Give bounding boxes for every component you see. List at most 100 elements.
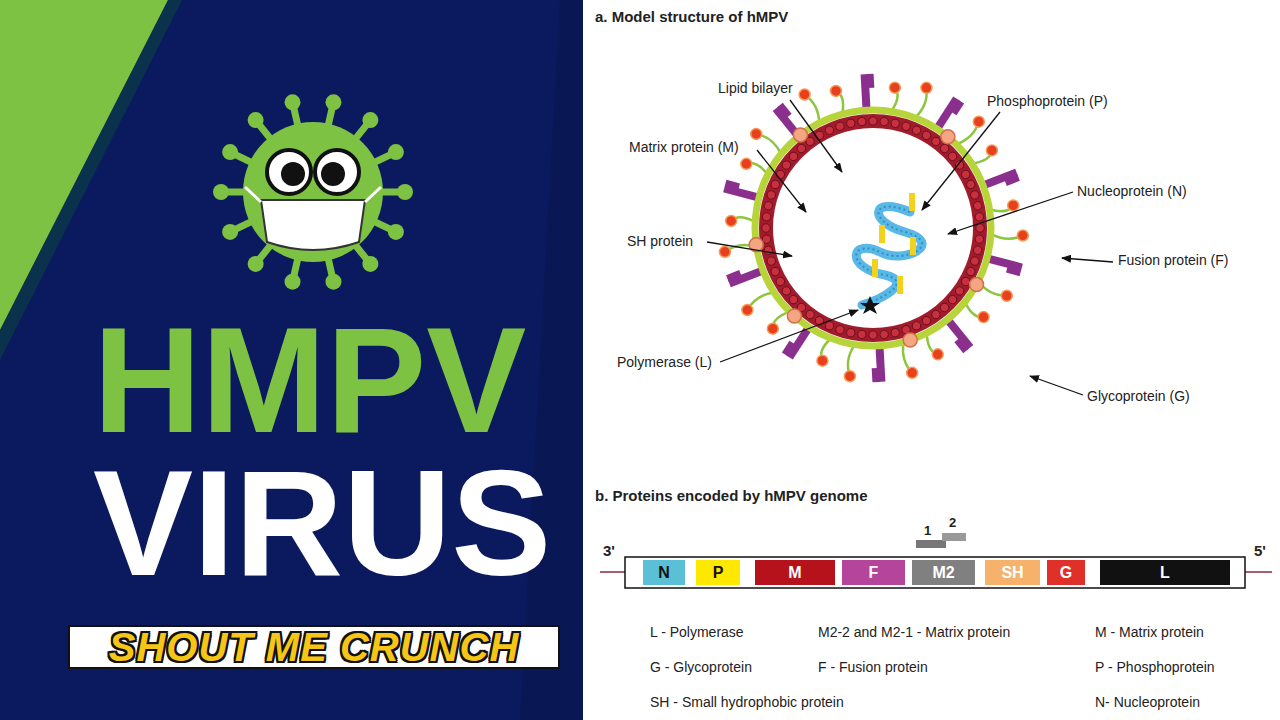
fusion-bar [726, 270, 742, 282]
matrix-subunit [902, 122, 910, 130]
fusion-protein [861, 74, 876, 109]
glyco-head [830, 85, 841, 96]
gene-name: N [658, 564, 670, 582]
orf-number: 2 [949, 515, 956, 531]
matrix-subunit [782, 287, 790, 295]
fusion-bar [1006, 266, 1021, 276]
matrix-subunit [880, 330, 888, 338]
mask-strap [365, 187, 381, 202]
matrix-subunit [948, 152, 956, 160]
hero-title: HMPV [93, 305, 526, 455]
spike-tip [222, 144, 238, 160]
matrix-subunit [858, 117, 866, 125]
part-name: Fusion protein (F) [1118, 252, 1228, 269]
fusion-protein [987, 255, 1023, 276]
gene-name: M2 [932, 564, 954, 582]
hero-title: VIRUS [93, 448, 551, 598]
matrix-subunit [961, 277, 969, 285]
part-name: Lipid bilayer [718, 80, 793, 97]
spike-tip [388, 224, 404, 240]
sh-protein [903, 333, 917, 347]
brand-name: SHOUT ME CRUNCH [109, 625, 520, 670]
glyco-head [799, 89, 810, 100]
matrix-subunit [767, 257, 775, 265]
m2-1-orf [916, 540, 946, 548]
part-name: Glycoprotein (G) [1087, 388, 1190, 405]
spike-tip [362, 112, 378, 128]
glyco-head [742, 304, 753, 315]
hmpv-model [719, 74, 1028, 383]
key-entry: M2-2 and M2-1 - Matrix protein [818, 624, 1010, 641]
matrix-subunit [762, 213, 770, 221]
pupil [321, 162, 345, 186]
matrix-subunit [847, 328, 855, 336]
matrix-subunit [762, 235, 770, 243]
glyco-head [767, 323, 778, 334]
glyco-head [1017, 230, 1028, 241]
mask [261, 200, 365, 250]
glyco-head [921, 82, 932, 93]
lipid-bilayer [755, 110, 991, 346]
gene-name: SH [1001, 564, 1023, 582]
key-entry: M - Matrix protein [1095, 624, 1204, 641]
glyco-head [1008, 200, 1019, 211]
spike-tip [285, 274, 301, 290]
glyco-head [741, 158, 752, 169]
matrix-subunit [771, 180, 779, 188]
fusion-bar [872, 368, 880, 382]
matrix-subunit [847, 119, 855, 127]
matrix-layer [766, 121, 980, 335]
matrix-subunit [869, 117, 877, 125]
glyco-head [751, 128, 762, 139]
gene-box: M [755, 560, 835, 585]
spike-tip [285, 94, 301, 110]
matrix-subunit [789, 295, 797, 303]
phosphoprotein [872, 259, 878, 277]
fusion-protein [726, 263, 762, 287]
nucleocapsid [856, 207, 922, 305]
matrix-subunit [771, 267, 779, 275]
part-name: Phosphoprotein (P) [987, 93, 1108, 110]
matrix-subunit [891, 119, 899, 127]
strand-end: 5' [1254, 542, 1266, 560]
glyco-head [844, 371, 855, 382]
spike-tip [388, 144, 404, 160]
matrix-subunit [922, 131, 930, 139]
spike-tip [248, 256, 264, 272]
key-entry: P - Phosphoprotein [1095, 659, 1215, 676]
gene-box: M2 [912, 560, 975, 585]
matrix-subunit [967, 267, 975, 275]
spike-tip [325, 274, 341, 290]
gene-box: L [1100, 560, 1230, 585]
matrix-subunit [973, 246, 981, 254]
key-entry: G - Glycoprotein [650, 659, 752, 676]
matrix-subunit [973, 202, 981, 210]
sh-protein [941, 130, 955, 144]
matrix-subunit [797, 144, 805, 152]
part-name: Matrix protein (M) [629, 139, 739, 156]
gene-box: F [842, 560, 905, 585]
glyco-head [932, 349, 943, 360]
gene-name: M [788, 564, 801, 582]
matrix-subunit [932, 137, 940, 145]
virus-body [243, 122, 383, 262]
spike-tip [222, 224, 238, 240]
matrix-subunit [967, 180, 975, 188]
matrix-subunit [955, 287, 963, 295]
key-entry: F - Fusion protein [818, 659, 928, 676]
sh-protein [787, 309, 801, 323]
brand-badge: SHOUT ME CRUNCH [68, 625, 560, 669]
gene-name: L [1160, 564, 1170, 582]
fusion-bar [777, 103, 791, 118]
eye [315, 150, 359, 194]
gene-name: F [869, 564, 879, 582]
matrix-subunit [858, 330, 866, 338]
part-name: Polymerase (L) [617, 354, 712, 371]
glyco-head [907, 367, 918, 378]
mask-strap [245, 187, 261, 202]
spike-tip [362, 256, 378, 272]
matrix-subunit [789, 152, 797, 160]
matrix-subunit [825, 322, 833, 330]
matrix-subunit [971, 257, 979, 265]
glyco-head [986, 145, 997, 156]
